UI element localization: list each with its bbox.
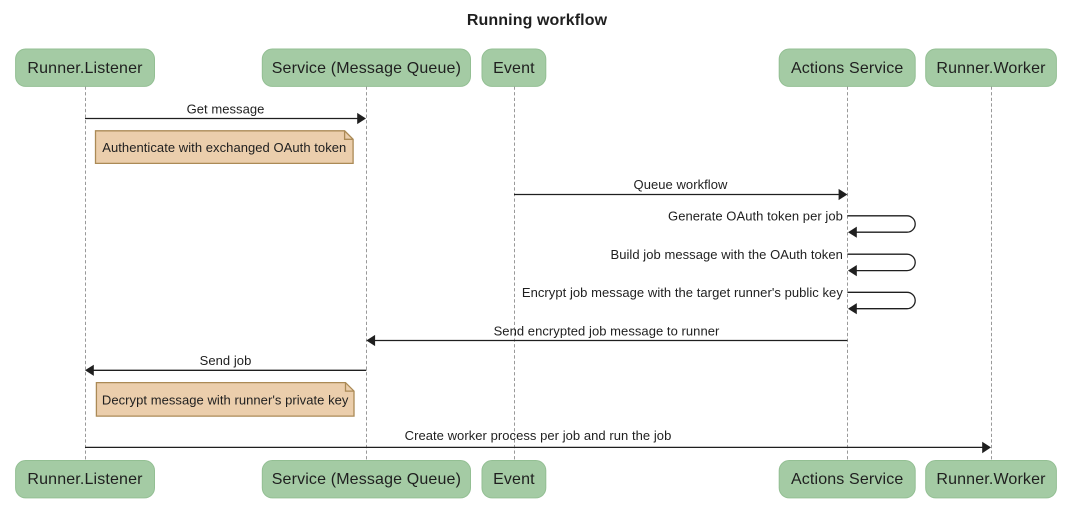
svg-text:Encrypt job message with the t: Encrypt job message with the target runn…: [522, 285, 843, 300]
svg-text:Runner.Worker: Runner.Worker: [936, 471, 1046, 488]
svg-text:Send job: Send job: [200, 353, 252, 368]
svg-text:Create worker process per job: Create worker process per job and run th…: [405, 428, 672, 443]
svg-text:Build job message with the OAu: Build job message with the OAuth token: [610, 247, 842, 262]
svg-text:Get message: Get message: [187, 102, 265, 117]
svg-text:Service (Message Queue): Service (Message Queue): [272, 471, 461, 488]
svg-text:Decrypt message with runner's: Decrypt message with runner's private ke…: [102, 392, 349, 407]
svg-text:Event: Event: [493, 60, 535, 77]
svg-text:Runner.Listener: Runner.Listener: [27, 60, 143, 77]
svg-text:Service (Message Queue): Service (Message Queue): [272, 60, 461, 77]
svg-text:Queue workflow: Queue workflow: [634, 177, 728, 192]
svg-text:Authenticate with exchanged OA: Authenticate with exchanged OAuth token: [102, 140, 346, 155]
svg-text:Actions Service: Actions Service: [791, 60, 904, 77]
svg-text:Event: Event: [493, 471, 535, 488]
svg-text:Running workflow: Running workflow: [467, 12, 608, 29]
svg-text:Runner.Listener: Runner.Listener: [27, 471, 143, 488]
svg-text:Send encrypted job message to: Send encrypted job message to runner: [494, 324, 720, 339]
svg-text:Actions Service: Actions Service: [791, 471, 904, 488]
svg-text:Generate OAuth token per job: Generate OAuth token per job: [668, 208, 843, 223]
svg-text:Runner.Worker: Runner.Worker: [936, 60, 1046, 77]
